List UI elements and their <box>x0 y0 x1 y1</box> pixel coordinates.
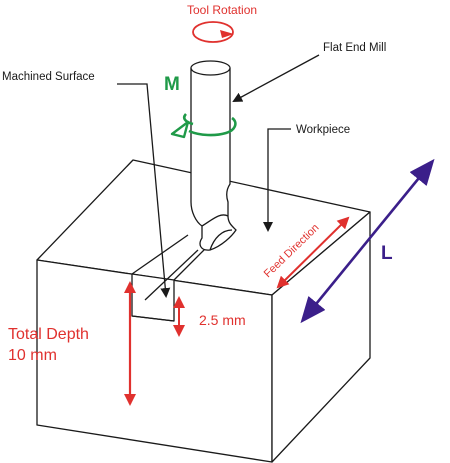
flat-end-mill <box>190 60 237 251</box>
workpiece-callout: Workpiece <box>263 124 350 232</box>
total-depth-label-line2: 10 mm <box>8 347 57 364</box>
tool-rotation-indicator: Tool Rotation <box>187 3 257 43</box>
workpiece-label: Workpiece <box>296 124 350 136</box>
cut-depth-indicator: 2.5 mm <box>173 296 246 337</box>
cut-depth-label: 2.5 mm <box>199 312 246 328</box>
moment-indicator: M <box>164 74 237 139</box>
length-indicator: L <box>300 158 435 324</box>
machined-surface-callout: Machined Surface <box>2 71 171 298</box>
total-depth-label-line1: Total Depth <box>8 326 89 343</box>
tool-rotation-label: Tool Rotation <box>187 3 257 17</box>
flat-end-mill-callout: Flat End Mill <box>232 42 386 102</box>
flat-end-mill-label: Flat End Mill <box>323 42 386 54</box>
total-depth-indicator: Total Depth 10 mm <box>8 281 136 406</box>
moment-arrow-icon <box>182 113 237 137</box>
machined-surface-label: Machined Surface <box>2 71 95 83</box>
tool-rotation-icon <box>192 21 234 43</box>
moment-label: M <box>164 74 180 95</box>
length-label: L <box>381 243 393 264</box>
length-arrow <box>300 158 435 324</box>
